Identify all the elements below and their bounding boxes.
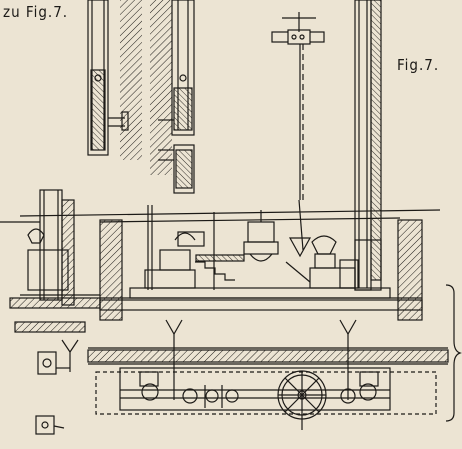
right-brace (445, 284, 462, 422)
lower-left-details (14, 321, 86, 435)
right-tall-column (354, 0, 382, 291)
left-side-elevation (0, 189, 101, 309)
upper-center-tube-detail (150, 0, 195, 194)
figure-caption: Fig.7. (397, 56, 440, 74)
reference-caption: zu Fig.7. (3, 3, 69, 21)
upper-left-tube-detail (87, 0, 142, 160)
spindle-with-handle (271, 12, 325, 251)
main-cross-section (19, 205, 441, 321)
lower-carriage-plan (87, 319, 449, 430)
